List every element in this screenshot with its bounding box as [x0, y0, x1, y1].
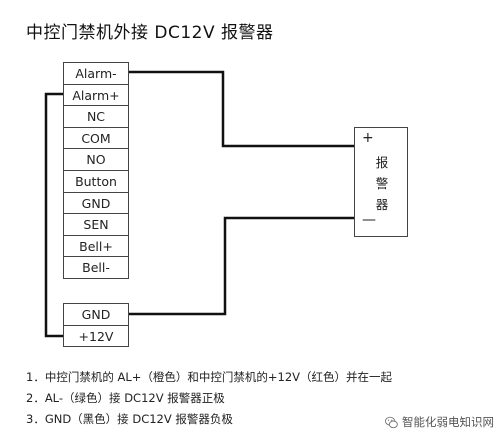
wire-alarm-minus-to-alarm-positive: [129, 70, 354, 148]
power-terminal-block: GND +12V: [63, 303, 129, 348]
alarm-device-label: 报 警 器: [373, 152, 391, 215]
terminal-gnd: GND: [64, 193, 128, 215]
note-2: 2．AL-（绿色）接 DC12V 报警器正极: [26, 391, 225, 405]
terminal-com: COM: [64, 128, 128, 150]
terminal-bell-minus: Bell-: [64, 257, 128, 279]
terminal-alarm-plus: Alarm+: [64, 85, 128, 107]
terminal-nc: NC: [64, 106, 128, 128]
note-3: 3．GND（黑色）接 DC12V 报警器负极: [26, 412, 233, 426]
power-terminal-12v: +12V: [64, 326, 128, 348]
alarm-negative-label: —: [362, 212, 376, 228]
watermark-text: 智能化弱电知识网: [402, 415, 494, 429]
alarm-positive-label: +: [362, 130, 374, 146]
power-terminal-gnd: GND: [64, 304, 128, 326]
terminal-bell-plus: Bell+: [64, 236, 128, 258]
alarm-label-char-3: 器: [375, 197, 389, 212]
controller-terminal-block: Alarm- Alarm+ NC COM NO Button GND SEN B…: [63, 62, 129, 279]
wechat-icon: [385, 416, 398, 428]
wire-alarm-plus-to-12v: [44, 92, 63, 338]
alarm-label-char-2: 警: [375, 176, 389, 191]
wire-gnd-to-alarm-negative: [129, 216, 354, 316]
note-1: 1．中控门禁机的 AL+（橙色）和中控门禁机的+12V（红色）并在一起: [26, 370, 393, 384]
diagram-title: 中控门禁机外接 DC12V 报警器: [26, 23, 274, 43]
terminal-alarm-minus: Alarm-: [64, 63, 128, 85]
watermark: 智能化弱电知识网: [385, 414, 494, 430]
alarm-device: + 报 警 器 —: [354, 127, 408, 237]
terminal-button: Button: [64, 171, 128, 193]
alarm-label-char-1: 报: [375, 155, 389, 170]
terminal-sen: SEN: [64, 214, 128, 236]
wiring-notes: 1．中控门禁机的 AL+（橙色）和中控门禁机的+12V（红色）并在一起 2．AL…: [26, 367, 392, 430]
terminal-no: NO: [64, 149, 128, 171]
